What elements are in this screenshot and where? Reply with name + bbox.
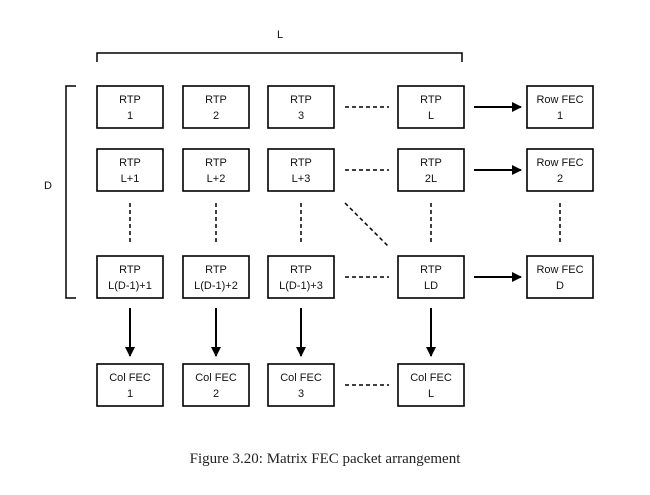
rtp-packet-r1c2: RTP L+3 [267, 148, 335, 192]
col-fec-packet-1-title: Col FEC [195, 372, 237, 384]
rtp-packet-r1c1: RTP L+2 [182, 148, 250, 192]
rtp-packet-r1c3-frame [397, 148, 465, 192]
rtp-packet-r0c0-index: 1 [127, 110, 133, 122]
rtp-packet-r1c0-title: RTP [119, 157, 141, 169]
rtp-packet-r1c0-index: L+1 [121, 173, 140, 185]
rtp-packet-r2c2-index: L(D-1)+3 [279, 280, 323, 292]
rtp-packet-r0c0-frame [96, 85, 164, 129]
rtp-packet-r0c3: RTP L [397, 85, 465, 129]
row-fec-packet-0-index: 1 [557, 110, 563, 122]
row-fec-packet-2-frame [526, 255, 594, 299]
col-fec-packet-0-index: 1 [127, 388, 133, 400]
col-fec-packet-0: Col FEC 1 [96, 363, 164, 407]
row-fec-packet-1: Row FEC 2 [526, 148, 594, 192]
col-fec-packet-2-frame [267, 363, 335, 407]
col-fec-packet-0-frame [96, 363, 164, 407]
row-fec-packet-1-index: 2 [557, 173, 563, 185]
width-bracket: L [96, 29, 463, 62]
rtp-packet-r2c2-title: RTP [290, 264, 312, 276]
col-fec-packet-0-title: Col FEC [109, 372, 151, 384]
rtp-packet-r0c3-frame [397, 85, 465, 129]
rtp-packet-r0c1: RTP 2 [182, 85, 250, 129]
rtp-packet-r2c3-index: LD [424, 280, 438, 292]
rtp-packet-r2c3-frame [397, 255, 465, 299]
rtp-packet-r2c0: RTP L(D-1)+1 [96, 255, 164, 299]
rtp-packet-r0c0-title: RTP [119, 94, 141, 106]
row-fec-packet-0: Row FEC 1 [526, 85, 594, 129]
connectors [125, 102, 561, 386]
rtp-packet-r1c0: RTP L+1 [96, 148, 164, 192]
rtp-packet-r2c1-index: L(D-1)+2 [194, 280, 238, 292]
height-bracket: D [44, 85, 76, 299]
rtp-packet-r1c3: RTP 2L [397, 148, 465, 192]
rtp-packet-r1c1-frame [182, 148, 250, 192]
rtp-packet-r2c2: RTP L(D-1)+3 [267, 255, 335, 299]
row-fec-packet-0-frame [526, 85, 594, 129]
diagonal-ellipsis [344, 202, 389, 247]
row-fec-packet-1-title: Row FEC [536, 157, 583, 169]
row-fec-packet-1-frame [526, 148, 594, 192]
figure-caption: Figure 3.20: Matrix FEC packet arrangeme… [189, 451, 461, 467]
row-fec-packet-2-index: D [556, 280, 564, 292]
col-fec-packet-3-frame [397, 363, 465, 407]
col-fec-packet-3: Col FEC L [397, 363, 465, 407]
col-fec-packet-2-index: 3 [298, 388, 304, 400]
rtp-packet-r2c0-frame [96, 255, 164, 299]
matrix-fec-diagram: L D RTP1RTP2RTP3RTPLRTPL+1RTPL+2RTPL+3RT… [44, 29, 594, 407]
col-fec-packet-2: Col FEC 3 [267, 363, 335, 407]
rtp-packet-r1c0-frame [96, 148, 164, 192]
rtp-packet-r1c2-index: L+3 [292, 173, 311, 185]
rtp-packet-r2c1: RTP L(D-1)+2 [182, 255, 250, 299]
row-fec-packet-2-title: Row FEC [536, 264, 583, 276]
rtp-packet-r1c3-title: RTP [420, 157, 442, 169]
rtp-packet-r1c2-frame [267, 148, 335, 192]
col-fec-row: Col FEC 1 Col FEC 2 Col FEC 3 Col FEC L [96, 363, 465, 407]
rtp-packet-r0c3-index: L [428, 110, 434, 122]
rtp-packet-r0c1-frame [182, 85, 250, 129]
rtp-packet-r1c3-index: 2L [425, 173, 437, 185]
rtp-packet-r2c0-index: L(D-1)+1 [108, 280, 152, 292]
rtp-packet-r1c1-title: RTP [205, 157, 227, 169]
rtp-packet-r0c2-title: RTP [290, 94, 312, 106]
rtp-packet-r0c2-frame [267, 85, 335, 129]
rtp-packet-r2c3-title: RTP [420, 264, 442, 276]
row-fec-packet-2: Row FEC D [526, 255, 594, 299]
rtp-packet-r2c0-title: RTP [119, 264, 141, 276]
rtp-packet-r0c2-index: 3 [298, 110, 304, 122]
rtp-packet-r2c3: RTP LD [397, 255, 465, 299]
rtp-packet-r0c0: RTP 1 [96, 85, 164, 129]
col-fec-packet-3-index: L [428, 388, 434, 400]
col-fec-packet-3-title: Col FEC [410, 372, 452, 384]
col-fec-packet-2-title: Col FEC [280, 372, 322, 384]
rtp-packet-r1c1-index: L+2 [207, 173, 226, 185]
height-dimension-label: D [44, 180, 52, 192]
rtp-packet-r0c3-title: RTP [420, 94, 442, 106]
rtp-packet-r2c2-frame [267, 255, 335, 299]
col-fec-packet-1-frame [182, 363, 250, 407]
rtp-packet-r0c2: RTP 3 [267, 85, 335, 129]
rtp-packet-r1c2-title: RTP [290, 157, 312, 169]
col-fec-packet-1-index: 2 [213, 388, 219, 400]
rtp-packet-r2c1-frame [182, 255, 250, 299]
rtp-packet-r0c1-index: 2 [213, 110, 219, 122]
rtp-packet-grid: RTP1RTP2RTP3RTPLRTPL+1RTPL+2RTPL+3RTP2LR… [96, 85, 465, 299]
width-dimension-label: L [277, 29, 283, 41]
rtp-packet-r2c1-title: RTP [205, 264, 227, 276]
col-fec-packet-1: Col FEC 2 [182, 363, 250, 407]
row-fec-packet-0-title: Row FEC [536, 94, 583, 106]
rtp-packet-r0c1-title: RTP [205, 94, 227, 106]
